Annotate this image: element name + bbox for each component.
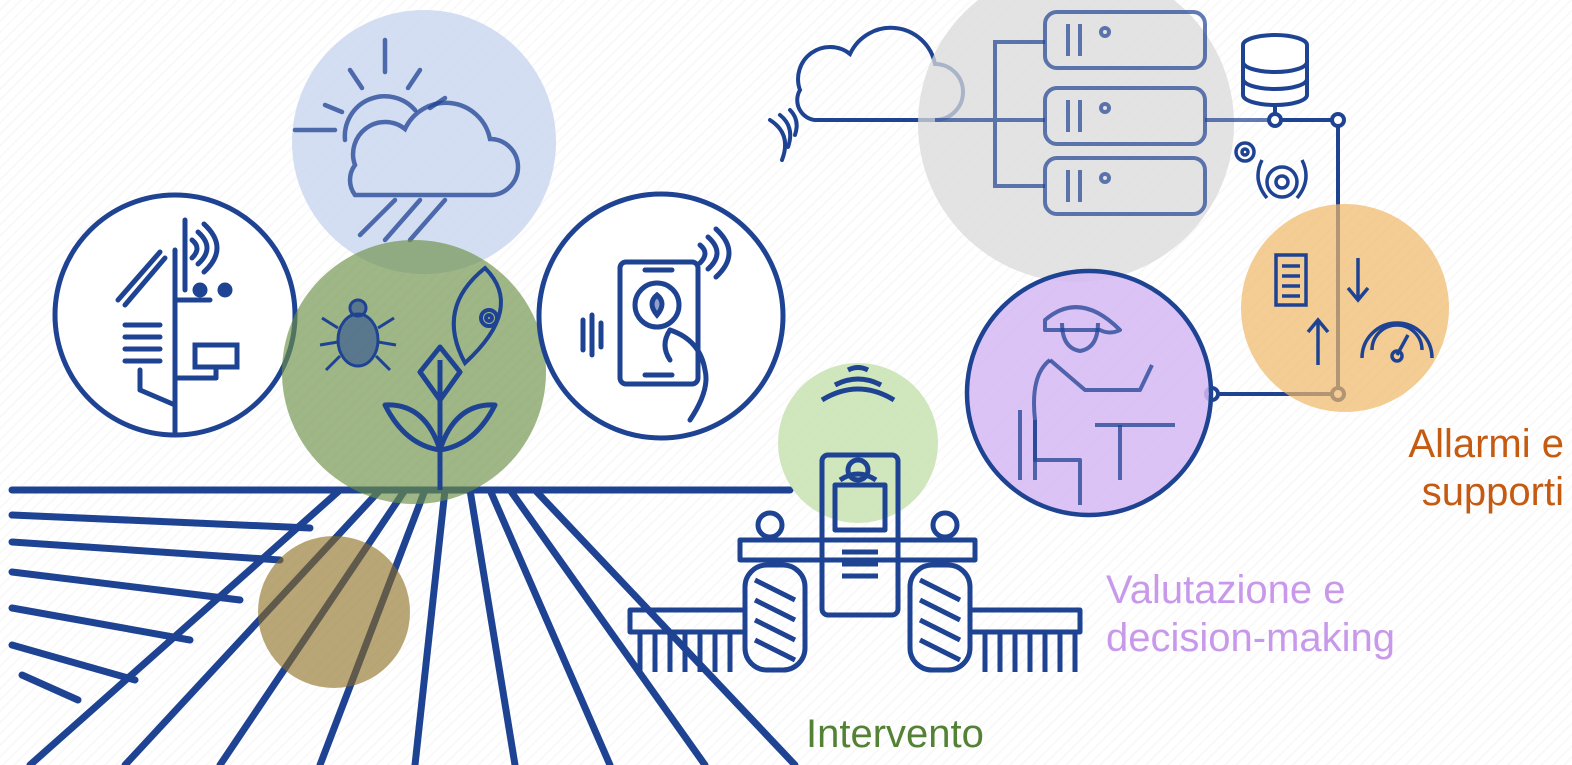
document-icon: [1274, 253, 1370, 365]
leaf-disease-icon: [451, 265, 503, 367]
server-circle: [918, 0, 1234, 282]
label-allarmi-supporti: Allarmi e supporti: [1408, 422, 1564, 514]
label-valutazione-decision: Valutazione e decision-making: [1106, 568, 1396, 660]
plant-icon: [382, 344, 498, 490]
alarm-circle: [1241, 204, 1449, 412]
database-icon: [1241, 33, 1309, 120]
gauge-icon: [1360, 321, 1434, 363]
label-intervento: Intervento: [806, 712, 984, 756]
soil-circle: [258, 536, 410, 688]
decision-circle: [964, 268, 1214, 518]
insect-icon: [319, 298, 397, 372]
weather-station-icon: [52, 192, 298, 438]
sun-cloud-rain-icon: [292, 37, 521, 243]
farmer-laptop-icon: [1018, 305, 1175, 505]
gears-icon: [1234, 141, 1308, 200]
weather-circle: [292, 10, 556, 274]
tractor-icon: [627, 365, 1083, 673]
smartphone-app-icon: [536, 191, 786, 441]
server-rack-icon: [935, 10, 1275, 216]
pest-circle: [282, 240, 546, 504]
